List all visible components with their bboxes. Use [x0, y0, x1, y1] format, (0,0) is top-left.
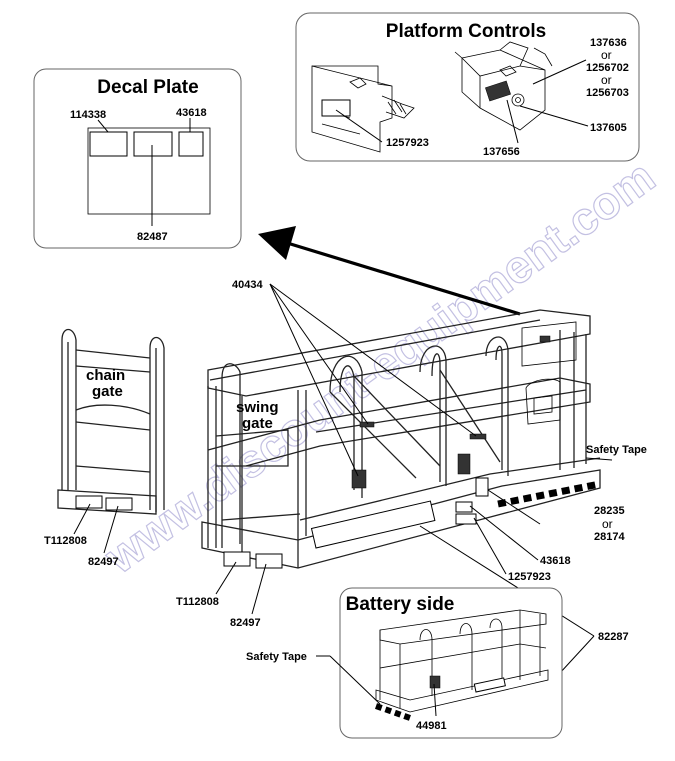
controls-box-side — [457, 453, 471, 475]
decal-40434-a — [351, 469, 367, 489]
label-82497-chain: 82497 — [88, 556, 119, 568]
label-1257923-main: 1257923 — [508, 571, 551, 583]
leader-114338 — [97, 119, 109, 133]
label-40434: 40434 — [232, 279, 263, 291]
joystick-knob — [511, 93, 525, 107]
decal-82497-swing — [255, 553, 283, 569]
label-43618: 43618 — [176, 107, 207, 119]
decal-40434-c — [469, 433, 487, 440]
platform-controls-frame — [295, 12, 640, 162]
decal-43618-box — [178, 131, 204, 157]
decal-82287-main — [310, 500, 436, 549]
label-28174: 28174 — [594, 531, 625, 543]
safety-tape-main — [497, 480, 601, 508]
label-chain-line2: gate — [92, 383, 123, 400]
label-82487: 82487 — [137, 231, 168, 243]
battery-side-title: Battery side — [346, 594, 455, 615]
label-43618-main: 43618 — [540, 555, 571, 567]
label-137605: 137605 — [590, 122, 627, 134]
decal-1257923-box — [321, 99, 351, 117]
decal-t112808-swing — [223, 551, 251, 567]
label-82497-swing: 82497 — [230, 617, 261, 629]
leader-137656 — [506, 99, 519, 144]
label-137656: 137656 — [483, 146, 520, 158]
battery-side-frame — [339, 587, 563, 739]
controls-decal-137656 — [485, 80, 511, 102]
decal-plate-title: Decal Plate — [97, 77, 198, 98]
label-or-main: or — [602, 517, 613, 531]
decal-82487-box — [133, 131, 173, 157]
decal-plate-outline — [87, 127, 211, 215]
label-137636: 137636 — [590, 37, 627, 49]
label-chain-line1: chain — [86, 367, 125, 384]
control-box-top-drawing — [454, 41, 553, 131]
platform-controls-panel: Platform Controls 13 — [295, 12, 640, 162]
platform-controls-title: Platform Controls — [386, 21, 546, 42]
label-swing-line2: gate — [242, 415, 273, 432]
label-safety-tape: Safety Tape — [586, 444, 647, 456]
decal-plate-panel: Decal Plate 114338 43618 82487 — [33, 68, 242, 249]
label-1257923-top: 1257923 — [386, 137, 429, 149]
battery-side-panel: Battery side Safety Tape 44981 — [246, 587, 563, 739]
decal-t112808-chain — [75, 495, 103, 509]
pointer-arrow — [258, 226, 521, 316]
label-swing-line1: swing — [236, 399, 279, 416]
decal-28235-box — [475, 477, 489, 497]
label-114338: 114338 — [70, 109, 106, 121]
label-1256703: 1256703 — [586, 87, 629, 99]
label-or-1: or — [601, 48, 612, 62]
label-1256702: 1256702 — [586, 62, 629, 74]
label-82287: 82287 — [598, 631, 629, 643]
decal-114338-box — [89, 131, 128, 157]
decal-1257923-main — [455, 513, 477, 525]
safety-tape-battery — [375, 703, 411, 721]
decal-82497-chain — [105, 497, 133, 511]
label-44981: 44981 — [416, 720, 447, 732]
leader-137605 — [519, 105, 589, 127]
chain-gate-drawing — [57, 328, 165, 515]
main-platform-drawing — [201, 309, 601, 569]
leader-1257923-top — [335, 109, 383, 143]
label-or-2: or — [601, 73, 612, 87]
decal-43618-main — [455, 501, 473, 513]
leader-137636 — [532, 59, 587, 85]
label-28235: 28235 — [594, 505, 625, 517]
decal-plate-frame — [33, 68, 242, 249]
label-t112808-chain: T112808 — [44, 535, 87, 547]
control-box-rear-drawing — [311, 65, 415, 153]
label-safety-tape-battery: Safety Tape — [246, 651, 307, 663]
label-t112808-swing: T112808 — [176, 596, 219, 608]
